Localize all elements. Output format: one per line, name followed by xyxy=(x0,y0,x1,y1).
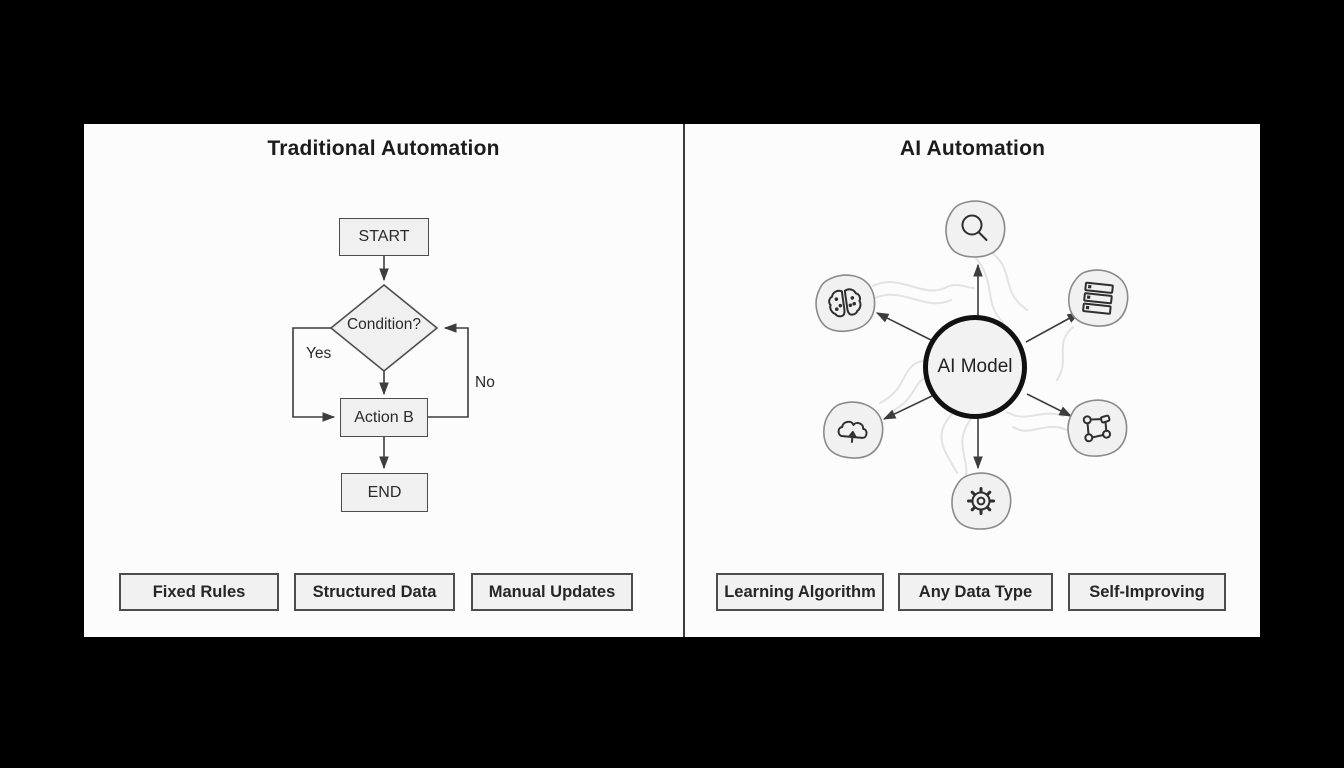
search-node xyxy=(945,200,1006,258)
arrow-to-data-list xyxy=(1025,312,1081,343)
decorative-squiggles xyxy=(872,251,1074,477)
arrow-to-cloud xyxy=(882,395,933,420)
arrow-yes-branch xyxy=(292,327,336,422)
data-list-node xyxy=(1068,269,1129,327)
data-list-icon xyxy=(1082,281,1114,315)
feature-learning-algorithm: Learning Algorithm xyxy=(716,573,884,611)
gear-icon xyxy=(967,487,995,515)
feature-fixed-rules: Fixed Rules xyxy=(119,573,279,611)
feature-label: Fixed Rules xyxy=(152,582,246,601)
ai-radial-diagram xyxy=(815,200,1129,530)
feature-self-improving: Self-Improving xyxy=(1068,573,1226,611)
condition-label: Condition? xyxy=(346,316,422,333)
feature-label: Structured Data xyxy=(312,582,437,601)
arrow-to-workflow xyxy=(1026,393,1073,417)
arrow-to-brain xyxy=(875,312,932,341)
arrow-no-branch xyxy=(428,323,469,418)
start-node: START xyxy=(339,218,429,256)
ai-model-node: AI Model xyxy=(923,315,1027,419)
feature-structured-data: Structured Data xyxy=(294,573,455,611)
feature-label: Manual Updates xyxy=(488,582,616,601)
action-label: Action B xyxy=(354,408,414,426)
panel-divider xyxy=(683,124,685,637)
feature-manual-updates: Manual Updates xyxy=(471,573,633,611)
start-label: START xyxy=(358,228,410,245)
left-panel-title: Traditional Automation xyxy=(267,137,500,160)
ai-model-label: AI Model xyxy=(937,356,1013,377)
feature-label: Any Data Type xyxy=(918,582,1033,601)
traditional-automation-panel: Traditional Automation xyxy=(84,124,683,637)
end-node: END xyxy=(341,473,428,512)
brain-icon xyxy=(828,288,862,318)
gear-node xyxy=(951,472,1012,530)
search-icon xyxy=(961,214,988,241)
feature-label: Learning Algorithm xyxy=(724,582,876,601)
cloud-upload-icon xyxy=(837,420,868,443)
feature-label: Self-Improving xyxy=(1089,582,1205,601)
action-node: Action B xyxy=(340,398,428,437)
radial-arrows xyxy=(875,263,1081,470)
workflow-node xyxy=(1067,399,1128,457)
feature-any-data-type: Any Data Type xyxy=(898,573,1053,611)
workflow-icon xyxy=(1082,414,1112,443)
no-branch-label: No xyxy=(475,374,495,391)
comparison-panel: Traditional Automation xyxy=(84,124,1260,637)
right-panel-title: AI Automation xyxy=(899,137,1046,160)
cloud-upload-node xyxy=(823,401,884,459)
end-label: END xyxy=(367,483,402,501)
flowchart-connectors xyxy=(292,256,469,470)
ai-automation-panel: AI Automation xyxy=(685,124,1260,637)
yes-branch-label: Yes xyxy=(306,345,332,362)
brain-node xyxy=(815,274,876,333)
